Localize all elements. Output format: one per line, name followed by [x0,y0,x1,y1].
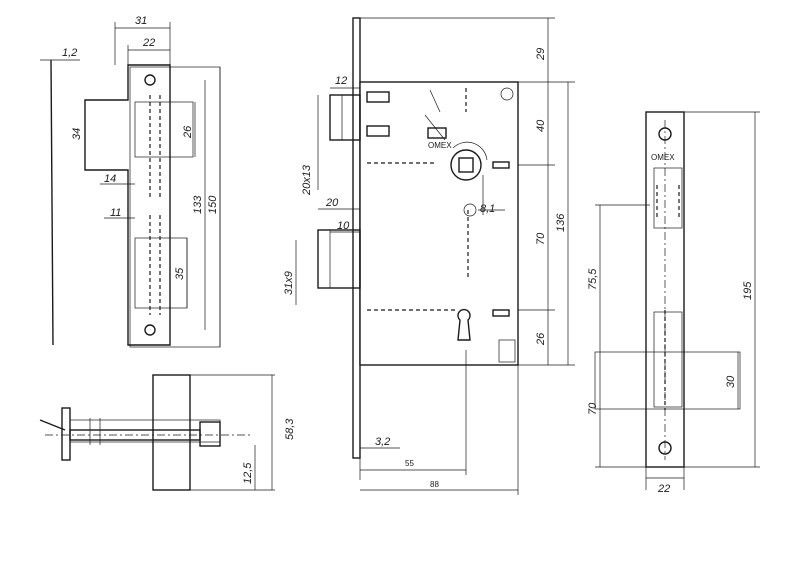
dim-strike-bolt-window: 35 [174,267,186,280]
lock-body-view: OMEX 29 40 70 26 136 12 20x13 20 10 31x9… [283,17,575,495]
dim-front-upper: 75,5 [587,268,599,290]
dim-lock-top-to-handle: 40 [535,119,547,132]
lock-side-view: 58,3 12,5 [39,374,296,491]
dim-strike-bolt-depth: 11 [110,207,121,219]
dim-strike-latch-height: 34 [71,128,83,140]
dim-strike-hole-spacing: 133 [192,195,204,214]
brand-mark-side: OMEX [428,141,452,150]
dim-latch-section: 20x13 [301,164,313,196]
dim-side-bolt-offset: 12,5 [242,462,254,484]
dim-lock-body-height: 136 [555,213,567,232]
dim-front-total: 195 [742,281,754,300]
dim-body-width: 88 [430,480,439,489]
strike-edge-view: 1,2 [40,47,80,346]
dim-bolt-offset: 10 [337,220,350,232]
strike-plate-front-view: 31 22 34 26 14 11 133 150 [71,15,221,348]
dim-front-width: 22 [657,483,670,495]
dim-spindle: 8,1 [480,203,495,215]
dim-lock-key-to-bottom: 26 [535,332,547,346]
dim-backset: 55 [405,459,414,468]
dim-lock-handle-to-key: 70 [535,232,547,245]
dim-faceplate-thickness: 3,2 [375,436,390,448]
dim-bolt-projection: 20 [325,197,339,209]
dim-strike-inner-width: 22 [142,37,155,49]
dim-bolt-section: 31x9 [283,271,295,295]
brand-mark-front: OMEX [651,153,675,162]
dim-front-lower: 70 [587,402,599,415]
dim-latch-width: 12 [335,75,347,87]
dim-strike-latch-window: 26 [182,125,194,139]
dim-strike-thickness: 1,2 [62,47,77,59]
dim-front-bolt-height: 30 [725,375,737,388]
lock-front-view: OMEX 75,5 70 195 30 22 [587,111,760,495]
dim-lock-top-offset: 29 [535,48,547,61]
dim-side-height: 58,3 [284,418,296,440]
dim-strike-total-height: 150 [207,195,219,214]
dim-strike-latch-depth: 14 [104,173,116,185]
dim-strike-outer-width: 31 [135,15,147,27]
